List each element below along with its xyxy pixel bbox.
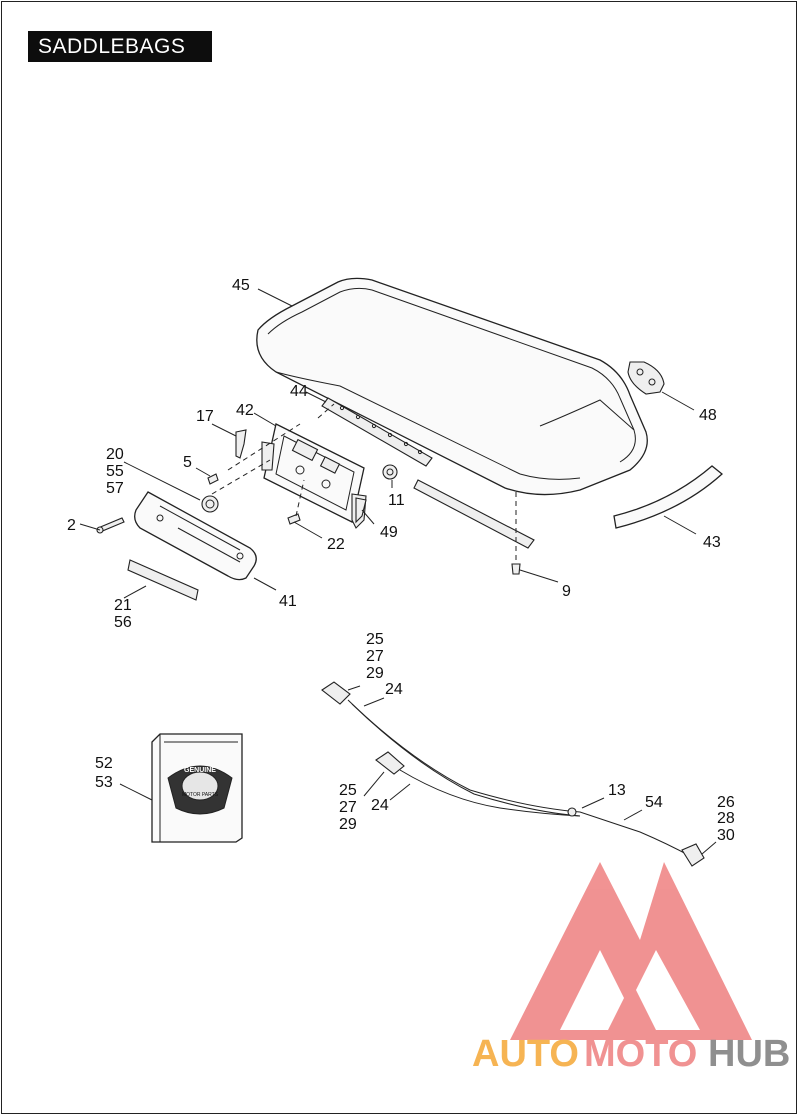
lock-cylinder	[201, 495, 219, 513]
bracket	[627, 361, 665, 395]
callout-42: 42	[236, 402, 254, 419]
callout-53: 53	[95, 774, 113, 791]
watermark-logo: AUTO MOTO HUB	[472, 862, 790, 1075]
callout-21: 21	[114, 597, 132, 614]
kit-box: GENUINE MOTOR PARTS	[151, 733, 243, 843]
callout-52: 52	[95, 755, 113, 772]
callout-54: 54	[645, 794, 663, 811]
wiring-harness	[321, 681, 705, 867]
callout-55: 55	[106, 463, 124, 480]
latch-lever	[235, 429, 367, 524]
callout-28: 28	[717, 810, 735, 827]
screws	[96, 473, 301, 534]
callout-25-top: 25	[366, 631, 384, 648]
callout-27-top: 27	[366, 648, 384, 665]
callout-9: 9	[562, 583, 571, 600]
leader-lines	[79, 288, 717, 855]
callout-20: 20	[106, 446, 124, 463]
callout-30: 30	[717, 827, 735, 844]
callout-44: 44	[290, 383, 308, 400]
callout-11: 11	[388, 492, 405, 509]
latch-plate	[261, 423, 367, 529]
callout-2: 2	[67, 517, 76, 534]
callout-24-bottom: 24	[371, 797, 389, 814]
watermark-text-auto: AUTO	[472, 1033, 579, 1075]
hinge-strip	[321, 397, 433, 467]
kit-box-genuine-text: GENUINE	[184, 767, 216, 774]
callout-17: 17	[196, 408, 214, 425]
callout-41: 41	[279, 593, 297, 610]
nut	[382, 464, 398, 480]
callout-49: 49	[380, 524, 398, 541]
callout-27-bottom: 27	[339, 799, 357, 816]
gasket-strip	[413, 479, 535, 575]
watermark-text-hub: HUB	[708, 1033, 790, 1075]
latch-handle	[134, 491, 257, 581]
callout-43: 43	[703, 534, 721, 551]
watermark-text-moto: MOTO	[584, 1033, 697, 1075]
callout-25-bottom: 25	[339, 782, 357, 799]
page-title: SADDLEBAGS	[28, 31, 212, 62]
callout-13: 13	[608, 782, 626, 799]
kit-box-motorparts-text: MOTOR PARTS	[182, 792, 219, 798]
callout-29-top: 29	[366, 665, 384, 682]
callout-48: 48	[699, 407, 717, 424]
callout-26: 26	[717, 794, 735, 811]
callout-22: 22	[327, 536, 345, 553]
callout-56: 56	[114, 614, 132, 631]
saddlebag-lid	[256, 277, 648, 496]
callout-labels: 45 44 42 17 48 20 55 57 5 11 2 22 49 43 …	[67, 277, 735, 844]
callout-24-top: 24	[385, 681, 403, 698]
callout-57: 57	[106, 480, 124, 497]
seal-strip	[613, 465, 724, 529]
callout-29-bottom: 29	[339, 816, 357, 833]
callout-5: 5	[183, 454, 192, 471]
callout-45: 45	[232, 277, 250, 294]
handle-trim	[127, 559, 199, 601]
